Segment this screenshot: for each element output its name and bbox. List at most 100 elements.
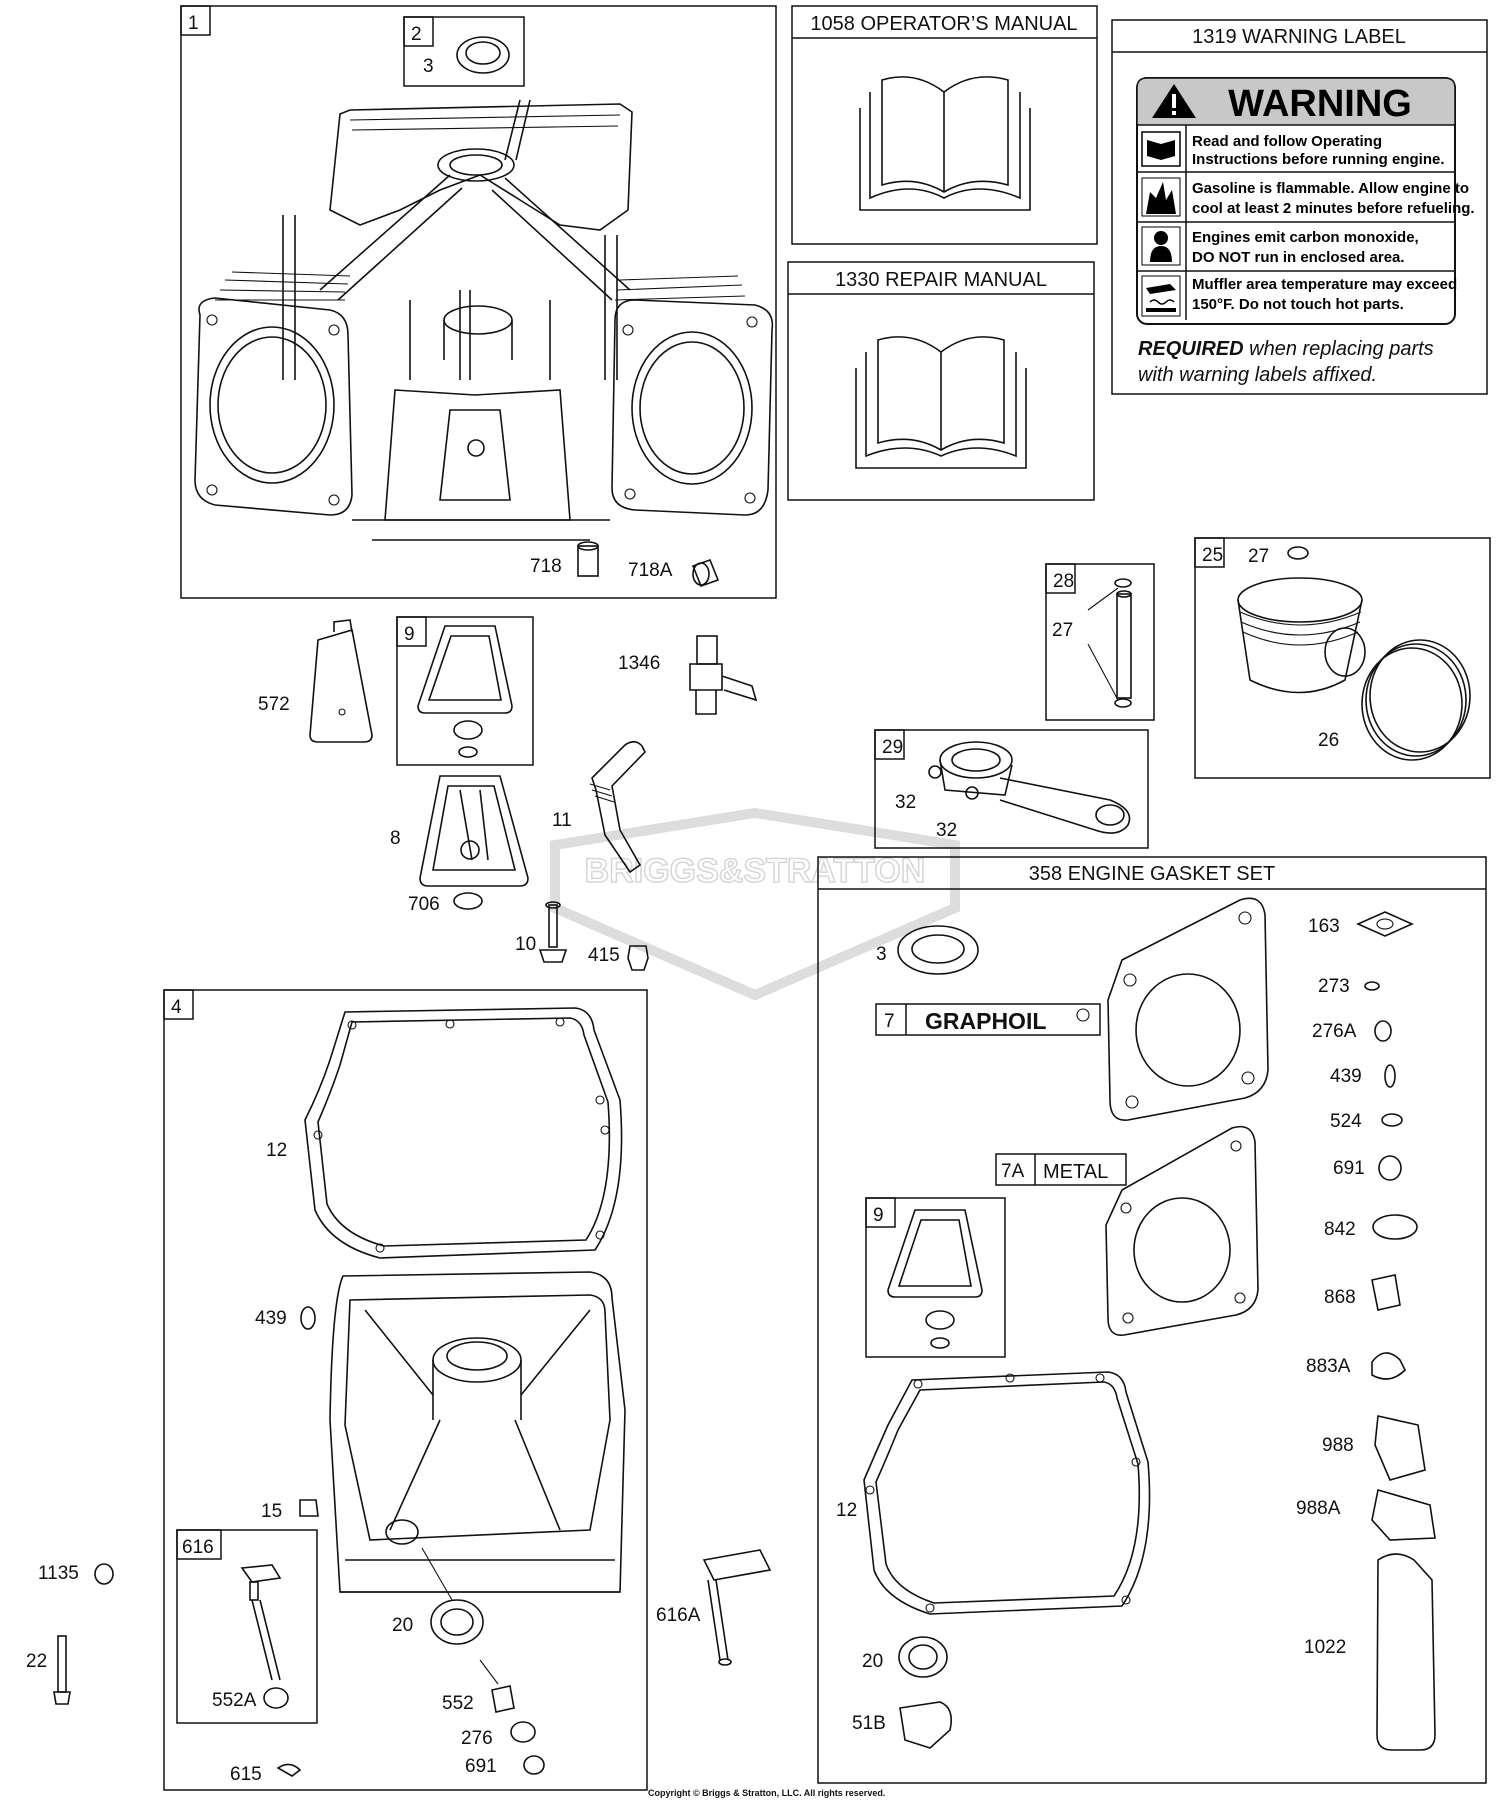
box-9-gasket-set: 9 [865,1197,1006,1358]
label-10: 10 [515,934,536,955]
plug-15 [299,1499,319,1517]
box-9b-number: 9 [873,1205,884,1226]
oil-seal-20 [421,1547,484,1645]
box-616-number: 616 [182,1537,214,1558]
hot-surface-icon [1141,275,1181,317]
gasket-label-868: 868 [1324,1287,1356,1308]
left-cylinder [194,271,353,516]
gasket-524 [1381,1113,1403,1127]
seal-439-set [1384,1064,1396,1088]
warning-line-4a: Muffler area temperature may exceed [1192,276,1457,293]
gasket-label-1022: 1022 [1304,1637,1346,1658]
box-29-connecting-rod: 29 32 32 [874,729,1149,849]
warning-line-1b: Instructions before running engine. [1192,151,1445,168]
operators-manual-title: 1058 OPERATOR’S MANUAL [810,13,1077,35]
governor-shaft-616a [702,1549,772,1666]
fire-icon [1141,177,1181,217]
carbon-monoxide-icon [1141,226,1181,266]
label-3: 3 [423,56,434,77]
copyright-text: Copyright © Briggs & Stratton, LLC. All … [648,1788,885,1798]
warning-title: WARNING [1228,83,1412,125]
box-25-number: 25 [1202,545,1223,566]
label-12-left: 12 [266,1140,287,1161]
warning-line-2b: cool at least 2 minutes before refueling… [1192,200,1475,217]
label-8: 8 [390,828,401,849]
breather-body-8 [419,775,529,887]
box-2-number: 2 [411,24,422,45]
repair-manual-title: 1330 REPAIR MANUAL [835,269,1047,291]
warning-line-1a: Read and follow Operating [1192,133,1382,150]
gasket-label-3: 3 [876,944,887,965]
gasket-273 [1364,981,1380,991]
label-718a: 718A [628,560,673,581]
crankcase-cover-drawing [329,1271,626,1593]
bushing-868 [1371,1274,1401,1311]
engine-block-drawing [194,99,774,541]
dowel-718a [691,558,720,588]
washer-276a [1374,1020,1392,1042]
warning-line-2a: Gasoline is flammable. Allow engine to [1192,180,1469,197]
tag-graphoil: 7 GRAPHOIL [875,1003,1101,1036]
gasket-label-163: 163 [1308,916,1340,937]
label-1346: 1346 [618,653,660,674]
warning-triangle-icon [1152,84,1196,118]
book-icon [859,76,1031,211]
head-gasket-7a [1105,1125,1259,1336]
box-28-piston-pin: 28 27 [1045,563,1155,721]
drain-valve-1346 [689,635,758,715]
gasket-label-273: 273 [1318,976,1350,997]
book-icon [855,336,1027,469]
label-718: 718 [530,556,562,577]
watermark-text: BRIGGS&STRATTON [585,852,926,890]
tag-metal: 7A METAL [995,1153,1127,1186]
o-ring-842 [1372,1214,1418,1240]
label-572: 572 [258,694,290,715]
gasket-label-691: 691 [1333,1158,1365,1179]
tag-7: 7 [884,1011,895,1032]
required-note-line-2: with warning labels affixed. [1138,364,1377,386]
washer-691 [523,1755,545,1775]
label-552a: 552A [212,1690,257,1711]
box-4-crankcase: 4 12 439 15 20 552 [163,989,648,1791]
crankcase-gasket-set-12 [863,1371,1151,1615]
bushing-552 [491,1685,515,1713]
label-22: 22 [26,1651,47,1672]
repair-manual-panel: 1330 REPAIR MANUAL [787,261,1095,501]
required-rest-1: when replacing parts [1244,338,1434,360]
gasket-883a [1371,1352,1406,1380]
label-20-left: 20 [392,1615,413,1636]
metal-text: METAL [1043,1161,1108,1183]
plug-415 [627,945,649,971]
warning-label-panel: 1319 WARNING LABEL WARNING [1111,19,1488,395]
required-note-line-1: REQUIRED when replacing parts [1138,338,1434,360]
label-415: 415 [588,945,620,966]
bolt-22 [53,1635,71,1705]
label-32b: 32 [936,820,957,841]
gasket-163 [1356,911,1414,937]
box-25-piston: 25 27 26 [1194,537,1491,779]
gasket-set-title: 358 ENGINE GASKET SET [1029,863,1275,885]
label-706: 706 [408,894,440,915]
label-439-left: 439 [255,1308,287,1329]
plate-988 [1374,1415,1426,1481]
breather-tube-11 [589,740,646,874]
manual-read-icon [1141,131,1181,167]
required-bold: REQUIRED [1138,338,1244,360]
operators-manual-panel: 1058 OPERATOR’S MANUAL [791,5,1098,245]
gasket-label-276a: 276A [1312,1021,1357,1042]
label-26: 26 [1318,730,1339,751]
watermark: BRIGGS&STRATTON [550,807,960,1001]
warning-line-4b: 150°F. Do not touch hot parts. [1192,296,1404,313]
gasket-set-panel: 358 ENGINE GASKET SET 3 7 GRAPHOIL 7A ME… [817,856,1487,1784]
box-9-breather-gasket: 9 [396,616,534,766]
plate-988a [1371,1488,1436,1541]
piston-body [1237,577,1366,694]
breather-cover-572 [309,619,373,743]
oil-seal-20-set [898,1636,948,1678]
washer-691-set [1378,1155,1402,1181]
screw-10 [538,901,568,963]
seal-439 [300,1306,316,1330]
seal-ring-3 [456,36,510,74]
label-1135: 1135 [38,1563,79,1584]
gasket-label-883a: 883A [1306,1356,1351,1377]
